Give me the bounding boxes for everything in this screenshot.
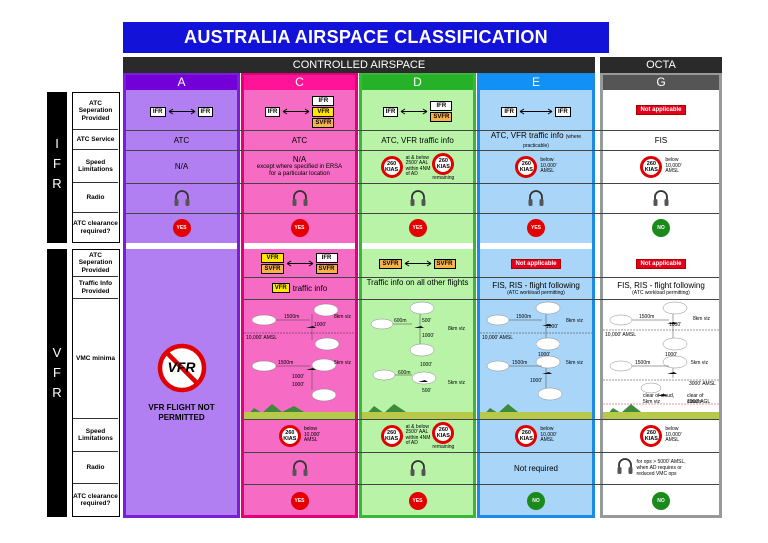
row-label-vfr-vmc: VMC minima (73, 299, 118, 419)
vfr-clearance-g: NO (603, 485, 719, 516)
headset-icon (362, 452, 473, 484)
ifr-service-c: ATC (291, 135, 308, 145)
divider-d (359, 243, 476, 249)
vfr-radio-e: Not required (513, 463, 559, 473)
vfr-labels-box (72, 249, 120, 517)
page-title: AUSTRALIA AIRSPACE CLASSIFICATION (123, 22, 609, 53)
row-label-vfr-separation: ATC Seperation Provided (73, 250, 118, 277)
ifr-service-d: ATC, VFR traffic info (381, 135, 454, 145)
row-label-ifr-speed: Speed Limitations (73, 150, 118, 183)
row-label-vfr-speed: Speed Limitations (73, 419, 118, 452)
row-label-ifr-separation: ATC Seperation Provided (73, 93, 118, 130)
vmc-diagram-g: 1500m 1000' 8km viz 10,000' AMSL 1500m 1… (603, 300, 719, 419)
ifr-labels-box (72, 92, 120, 243)
row-label-vfr-traffic: Traffic Info Provided (73, 277, 118, 299)
ifr-sep-g: Not applicable (603, 93, 719, 130)
no-vfr-sign: VFR (157, 343, 207, 393)
vmc-diagram-e: 1500m 1000' 8km viz 10,000' AMSL 1500m 1… (480, 300, 592, 419)
headset-icon (126, 183, 237, 213)
headset-icon (480, 183, 592, 213)
headset-icon (244, 183, 355, 213)
octa-header: OCTA (600, 57, 722, 73)
vfr-clearance-e: NO (480, 485, 592, 516)
ifr-clearance-d: YES (362, 213, 473, 242)
row-label-vfr-clearance: ATC clearance required? (73, 484, 118, 516)
vfr-traffic-d: Traffic info on all other flights (366, 278, 469, 287)
ifr-speed-a: N/A (174, 162, 189, 171)
row-label-vfr-radio: Radio (73, 452, 118, 484)
class-e-column (477, 73, 595, 518)
class-g-column (600, 73, 722, 518)
class-a-header: A (126, 75, 237, 90)
ifr-clearance-e: YES (480, 213, 592, 242)
headset-icon (362, 183, 473, 213)
vfr-sep-g: Not applicable (603, 250, 719, 277)
class-c-header: C (244, 75, 355, 90)
divider-g (600, 243, 722, 249)
class-d-column (359, 73, 476, 518)
vmc-diagram-d: 600m 500' 1000' 8km viz 1000' 600m 500' … (362, 300, 473, 419)
headset-icon (244, 452, 355, 484)
class-d-header: D (362, 75, 473, 90)
ifr-service-e: ATC, VFR traffic info (where practicable… (490, 131, 582, 149)
vfr-clearance-d: YES (362, 485, 473, 516)
divider-c (241, 243, 358, 249)
row-label-ifr-service: ATC Service (73, 130, 118, 150)
divider-e (477, 243, 595, 249)
ifr-speed-c: N/A except where specified in ERSA for a… (256, 155, 343, 177)
ifr-service-g: FIS (654, 135, 668, 145)
ifr-clearance-g: NO (603, 213, 719, 242)
class-a-column (123, 73, 240, 518)
class-c-column (241, 73, 358, 518)
controlled-airspace-header: CONTROLLED AIRSPACE (123, 57, 595, 73)
class-g-header: G (603, 75, 719, 90)
vfr-traffic-g: FIS, RIS - flight following(ATC workload… (617, 280, 705, 296)
vmc-diagram-c: 1500m 1000' 8km viz 10,000' AMSL 1500m 5… (244, 300, 355, 419)
vfr-sep-e: Not applicable (480, 250, 592, 277)
headset-icon (616, 456, 634, 481)
row-label-ifr-radio: Radio (73, 183, 118, 213)
ifr-clearance-c: YES (244, 213, 355, 242)
vfr-not-permitted-a: VFR VFR FLIGHT NOT PERMITTED (126, 250, 237, 516)
vfr-clearance-c: YES (244, 485, 355, 516)
headset-icon (603, 183, 719, 213)
vfr-radio-g: for ops > 5000' AMSL,when AD requires or… (603, 452, 719, 484)
ifr-clearance-a: YES (126, 213, 237, 242)
ifr-service-a: ATC (173, 135, 190, 145)
vfr-traffic-e: FIS, RIS - flight following(ATC workload… (492, 280, 580, 296)
divider-a (123, 243, 240, 249)
row-label-ifr-clearance: ATC clearance required? (73, 213, 118, 242)
class-e-header: E (480, 75, 592, 90)
